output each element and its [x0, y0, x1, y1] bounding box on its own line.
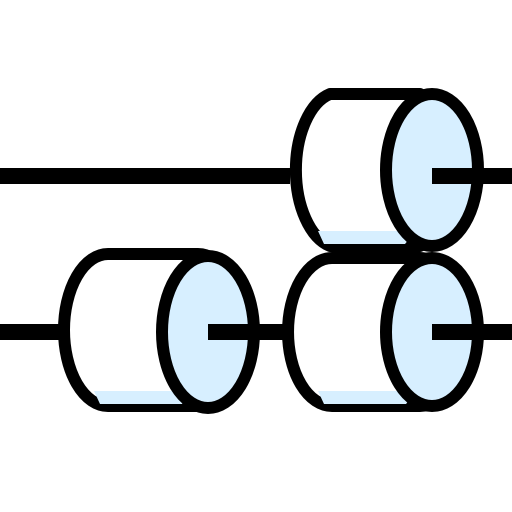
bead-bottom-left	[58, 248, 260, 414]
bead-bottom-right-shadow	[318, 391, 409, 404]
bead-bottom-left-shadow	[94, 391, 185, 404]
bead-top-right-shadow	[318, 231, 408, 244]
bead-top-right	[289, 88, 484, 252]
bead-bottom-right	[282, 252, 484, 412]
